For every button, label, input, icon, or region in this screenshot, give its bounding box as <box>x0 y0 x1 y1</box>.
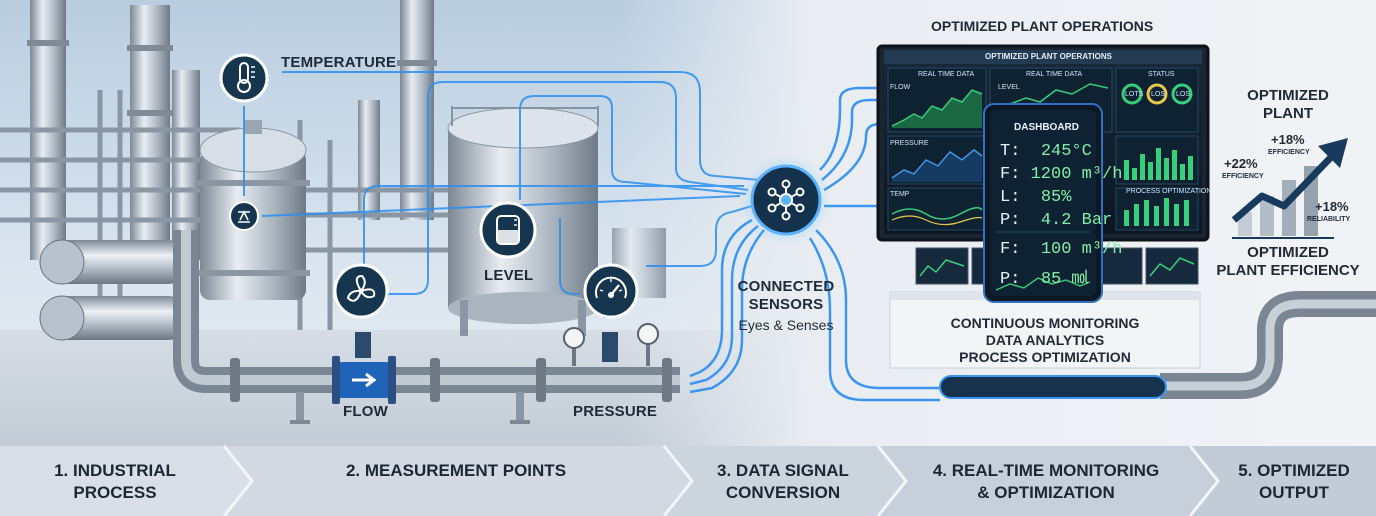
panel-label-real-time-1: REAL TIME DATA <box>918 71 975 78</box>
stat-reliability: +18% <box>1315 199 1349 214</box>
main-pipeline <box>173 230 680 424</box>
stage-4-line2: & OPTIMIZATION <box>977 483 1115 502</box>
stage-4-label: 4. REAL-TIME MONITORING & OPTIMIZATION <box>904 460 1188 504</box>
temperature-label: TEMPERATURE <box>281 54 397 71</box>
monitor-heading: OPTIMIZED PLANT OPERATIONS <box>931 18 1154 34</box>
heat-exchangers <box>39 239 190 341</box>
monitoring-text-line2: DATA ANALYTICS <box>985 332 1105 348</box>
temperature-icon <box>219 53 269 103</box>
panel-label-real-time-2: REAL TIME DATA <box>1026 71 1083 78</box>
screen-title: OPTIMIZED PLANT OPERATIONS <box>985 52 1112 61</box>
dashboard-value: 4.2 Bar <box>1040 211 1113 230</box>
signal-lines <box>243 71 761 318</box>
stage-5-line1: 5. OPTIMIZED <box>1238 461 1350 480</box>
stat-reliability-label: RELIABILITY <box>1307 216 1351 223</box>
gauge-label-2: LOS <box>1151 91 1166 98</box>
dashboard-value: 85% <box>1040 188 1072 207</box>
panel-label-status: STATUS <box>1148 71 1175 78</box>
gauge-label-3: LOS <box>1176 91 1191 98</box>
control-desk <box>889 247 1201 369</box>
monitoring-text-line3: PROCESS OPTIMIZATION <box>959 349 1131 365</box>
dashboard-row: F: 1200 m³/h <box>1000 165 1122 184</box>
stat-efficiency-left-label: EFFICIENCY <box>1222 173 1264 180</box>
stat-efficiency-top: +18% <box>1271 132 1305 147</box>
optimized-plant-title-line1: OPTIMIZED <box>1247 87 1329 104</box>
storage-tank <box>447 106 666 336</box>
stage-2-line1: 2. MEASUREMENT POINTS <box>345 461 567 480</box>
tablet-dashboard <box>983 103 1103 303</box>
dashboard-key: L: <box>1000 188 1021 207</box>
dashboard-row: L: 85% <box>1000 188 1071 207</box>
pressure-label: PRESSURE <box>573 403 658 420</box>
panel-label-temp: TEMP <box>890 191 910 198</box>
level-label: LEVEL <box>484 267 534 284</box>
optimized-plant-title-line2: PLANT <box>1263 105 1313 122</box>
dashboard-value: 85 ㏖ <box>1040 270 1089 289</box>
stat-efficiency-left: +22% <box>1224 156 1258 171</box>
connected-sensors-subtitle: Eyes & Senses <box>738 317 834 333</box>
stage-1-line1: 1. INDUSTRIAL <box>54 461 176 480</box>
output-pipeline <box>939 291 1376 399</box>
hub-to-monitor-lines <box>808 86 940 402</box>
dashboard-key: F: <box>1000 165 1021 184</box>
flow-label: FLOW <box>343 403 388 420</box>
growth-chart <box>1231 138 1348 239</box>
optimized-plant-bottom-line1: OPTIMIZED <box>1247 244 1329 261</box>
dashboard-row: P: 85 ㏖ <box>1000 263 1088 289</box>
panel-label-flow: FLOW <box>890 84 911 91</box>
dashboard-title: DASHBOARD <box>1014 122 1079 133</box>
dashboard-value: 100 m³/h <box>1040 240 1123 259</box>
dashboard-key: P: <box>1000 211 1021 230</box>
stage-3-line1: 3. DATA SIGNAL <box>717 461 849 480</box>
network-hub-icon <box>767 179 805 221</box>
monitoring-text-line1: CONTINUOUS MONITORING <box>950 315 1140 331</box>
dashboard-key: F: <box>1000 240 1021 259</box>
stage-4-line1: 4. REAL-TIME MONITORING <box>932 461 1160 480</box>
connected-sensors-title-line1: CONNECTED <box>737 278 835 295</box>
pressure-gauges <box>563 323 659 366</box>
dashboard-key: P: <box>1000 270 1021 289</box>
stage-1-line2: PROCESS <box>73 483 157 502</box>
pressure-icon <box>583 263 639 319</box>
panel-label-level: LEVEL <box>998 84 1020 91</box>
connected-sensors-title-line2: SENSORS <box>748 296 824 313</box>
dashboard-key: T: <box>1000 142 1021 161</box>
stage-2-label: 2. MEASUREMENT POINTS <box>250 460 662 482</box>
stage-3-line2: CONVERSION <box>725 483 841 502</box>
stage-5-line2: OUTPUT <box>1259 483 1329 502</box>
stage-3-label: 3. DATA SIGNAL CONVERSION <box>690 460 876 504</box>
panel-label-pressure: PRESSURE <box>890 140 929 147</box>
panel-label-process-optimization: PROCESS OPTIMIZATION <box>1126 188 1212 195</box>
gauge-label-1: LOTS <box>1125 91 1144 98</box>
level-icon <box>479 201 537 259</box>
stat-efficiency-top-label: EFFICIENCY <box>1268 149 1310 156</box>
dashboard-row: T: 245°C <box>1000 142 1092 161</box>
optimized-plant-bottom-line2: PLANT EFFICIENCY <box>1216 262 1360 279</box>
dashboard-value: 245°C <box>1040 142 1092 161</box>
flow-meter <box>332 332 396 404</box>
dashboard-row: F: 100 m³/h <box>1000 240 1122 259</box>
dashboard-value: 1200 m³/h <box>1030 165 1123 184</box>
flow-icon <box>333 263 389 319</box>
signal-conduits <box>689 218 765 394</box>
stage-5-label: 5. OPTIMIZED OUTPUT <box>1216 460 1372 504</box>
dashboard-row: P: 4.2 Bar <box>1000 211 1112 230</box>
sensor-node-icon <box>229 201 259 231</box>
stage-1-label: 1. INDUSTRIAL PROCESS <box>8 460 222 504</box>
stage-band <box>0 445 1376 516</box>
